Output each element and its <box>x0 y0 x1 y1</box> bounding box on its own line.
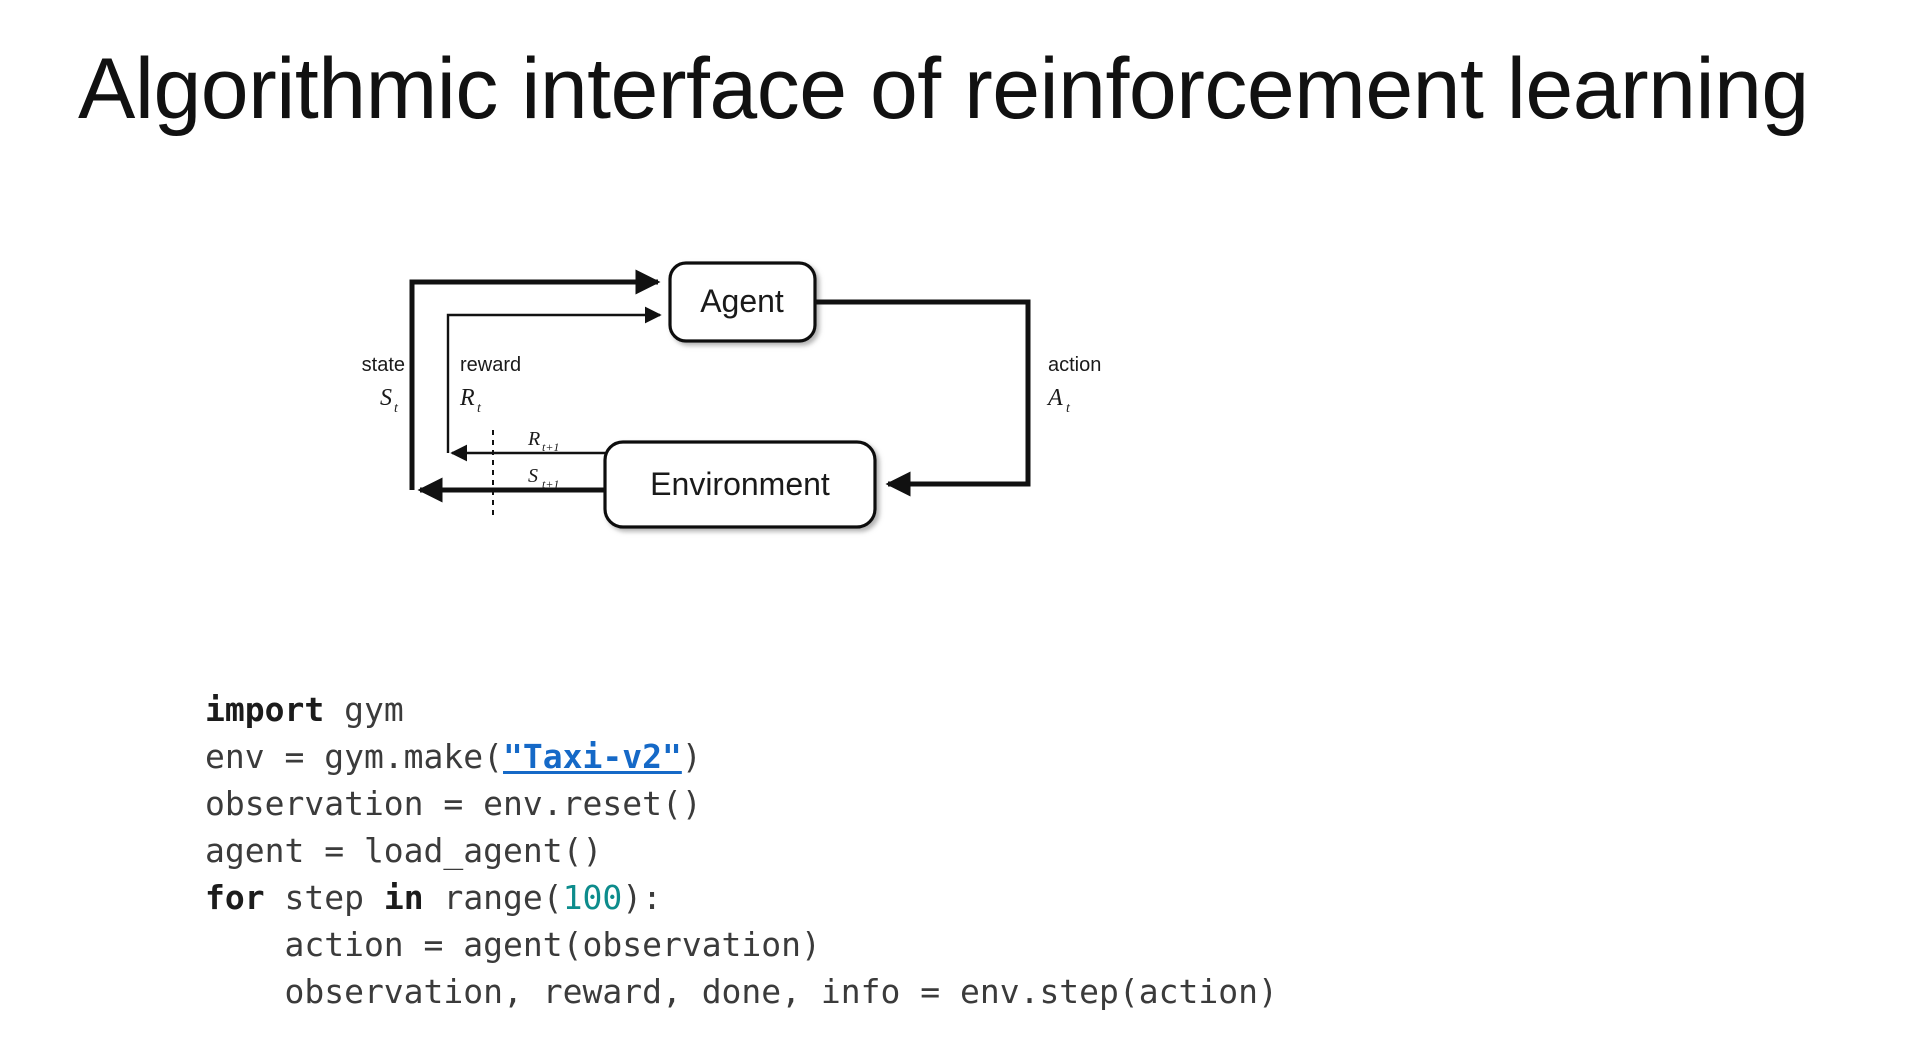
next-reward-subscript: t+1 <box>542 440 559 454</box>
action-symbol: A <box>1046 385 1063 411</box>
code-token: 100 <box>562 878 623 917</box>
edge-action-to-environment <box>815 299 1031 497</box>
environment-node-label: Environment <box>650 466 830 502</box>
state-symbol: S <box>380 385 392 411</box>
code-line: observation = env.reset() <box>205 780 1278 827</box>
edge-label-next-reward: R t+1 <box>527 428 559 454</box>
page-title: Algorithmic interface of reinforcement l… <box>78 41 1809 137</box>
state-symbol-subscript: t <box>394 401 399 416</box>
code-line: action = agent(observation) <box>205 921 1278 968</box>
next-state-symbol: S <box>528 465 538 487</box>
code-line: for step in range(100): <box>205 874 1278 921</box>
code-token: observation, reward, done, info = env.st… <box>205 972 1278 1011</box>
next-reward-symbol: R <box>527 428 540 450</box>
reward-symbol: R <box>459 385 475 411</box>
code-token: env = gym.make( <box>205 737 504 776</box>
edge-reward-to-agent <box>446 306 662 453</box>
env-id-link[interactable]: "Taxi-v2" <box>503 737 682 776</box>
code-line: observation, reward, done, info = env.st… <box>205 968 1278 1015</box>
code-line: env = gym.make("Taxi-v2") <box>205 733 1278 780</box>
edge-label-state: state S t <box>362 354 405 416</box>
code-token: gym <box>324 690 404 729</box>
edge-label-reward: reward R t <box>459 354 521 416</box>
edge-label-action: action A t <box>1046 354 1101 416</box>
edge-label-next-state: S t+1 <box>528 465 559 491</box>
action-symbol-subscript: t <box>1066 401 1071 416</box>
diagram-node-agent: Agent <box>668 261 817 343</box>
code-token: step <box>264 878 384 917</box>
next-state-subscript: t+1 <box>542 477 559 491</box>
code-token: ): <box>622 878 663 917</box>
code-line: import gym <box>205 686 1278 733</box>
state-label-text: state <box>362 354 405 376</box>
agent-environment-loop-diagram: Agent Environment state S t reward R <box>362 255 1200 555</box>
action-label-text: action <box>1048 354 1101 376</box>
edge-state-to-agent <box>409 269 661 490</box>
diagram-node-environment: Environment <box>603 440 877 529</box>
code-token: range( <box>423 878 563 917</box>
code-token: in <box>383 878 424 917</box>
code-token: observation = env.reset() <box>205 784 702 823</box>
code-line: agent = load_agent() <box>205 827 1278 874</box>
code-token: agent = load_agent() <box>205 831 603 870</box>
code-token: ) <box>681 737 702 776</box>
code-token: action = agent(observation) <box>205 925 821 964</box>
code-token: for <box>205 878 265 917</box>
reward-label-text: reward <box>460 354 521 376</box>
agent-node-label: Agent <box>700 283 784 319</box>
code-token: import <box>205 690 325 729</box>
reward-symbol-subscript: t <box>477 401 482 416</box>
